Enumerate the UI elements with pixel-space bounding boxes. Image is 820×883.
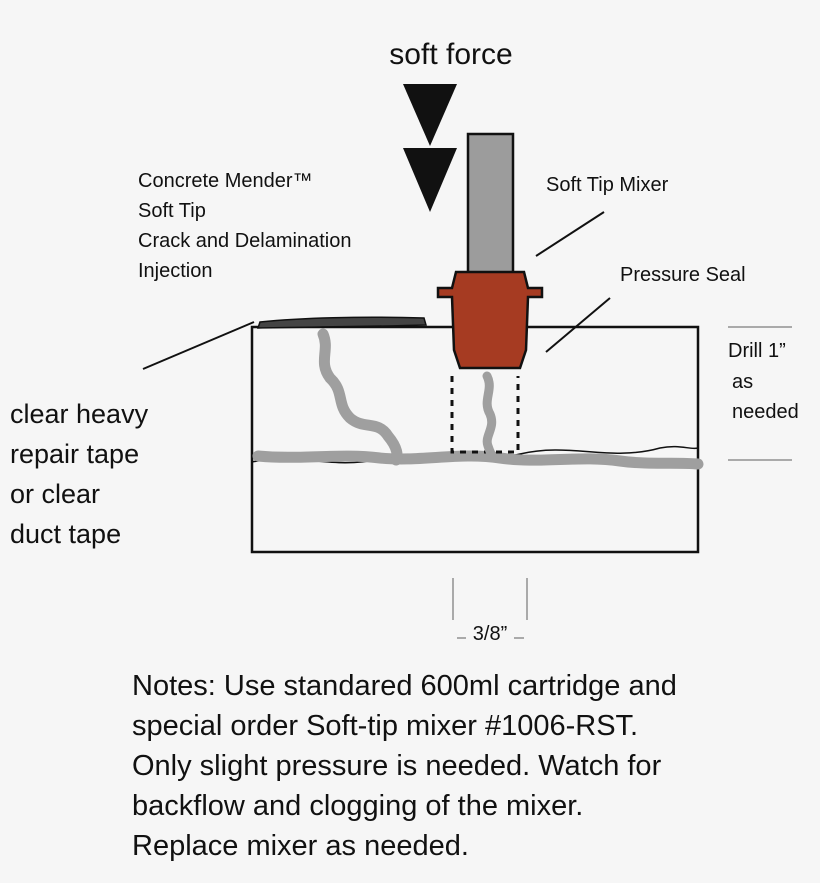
vertical-crack <box>317 328 403 466</box>
soft-tip-mixer-leader <box>535 211 605 257</box>
delamination-crack <box>252 450 704 470</box>
tape-line-2: repair tape <box>10 439 139 469</box>
pressure-seal-label: Pressure Seal <box>620 264 746 286</box>
pressure-seal-leader <box>545 297 611 353</box>
notes-line-3: Only slight pressure is needed. Watch fo… <box>132 750 662 782</box>
soft-force-label: soft force <box>389 38 512 71</box>
product-line-3: Crack and Delamination <box>138 230 351 252</box>
force-arrow-lower <box>403 148 457 212</box>
notes-line-5: Replace mixer as needed. <box>132 830 469 862</box>
pressure-seal <box>436 270 544 370</box>
soft-tip-mixer-tube <box>466 132 515 284</box>
tape-line-3: or clear <box>10 479 100 509</box>
drill-line-2: as <box>732 371 753 393</box>
drill-hole <box>450 376 520 454</box>
drill-line-3: needed <box>732 401 799 423</box>
product-line-1: Concrete Mender™ <box>138 170 313 192</box>
tape-leader <box>142 321 255 370</box>
tape-line-4: duct tape <box>10 519 121 549</box>
drill-line-1: Drill 1” <box>728 340 786 362</box>
notes-line-4: backflow and clogging of the mixer. <box>132 790 584 822</box>
notes-block: Notes: Use standared 600ml cartridge and… <box>132 666 792 866</box>
tape-label: clear heavy repair tape or clear duct ta… <box>10 399 156 549</box>
notes-line-2: special order Soft-tip mixer #1006-RST. <box>132 710 639 742</box>
product-line-4: Injection <box>138 260 213 282</box>
soft-tip-mixer-label: Soft Tip Mixer <box>546 174 669 196</box>
notes-line-1: Notes: Use standared 600ml cartridge and <box>132 670 677 702</box>
product-description: Concrete Mender™ Soft Tip Crack and Dela… <box>138 170 357 282</box>
drill-depth-label: Drill 1” as needed <box>728 340 799 423</box>
force-arrow-upper <box>403 84 457 146</box>
repair-tape <box>256 316 427 329</box>
force-arrows <box>403 84 457 212</box>
product-line-2: Soft Tip <box>138 200 206 222</box>
tape-line-1: clear heavy <box>10 399 149 429</box>
hole-crack <box>482 371 499 463</box>
hole-width-label: 3/8” <box>473 623 507 645</box>
